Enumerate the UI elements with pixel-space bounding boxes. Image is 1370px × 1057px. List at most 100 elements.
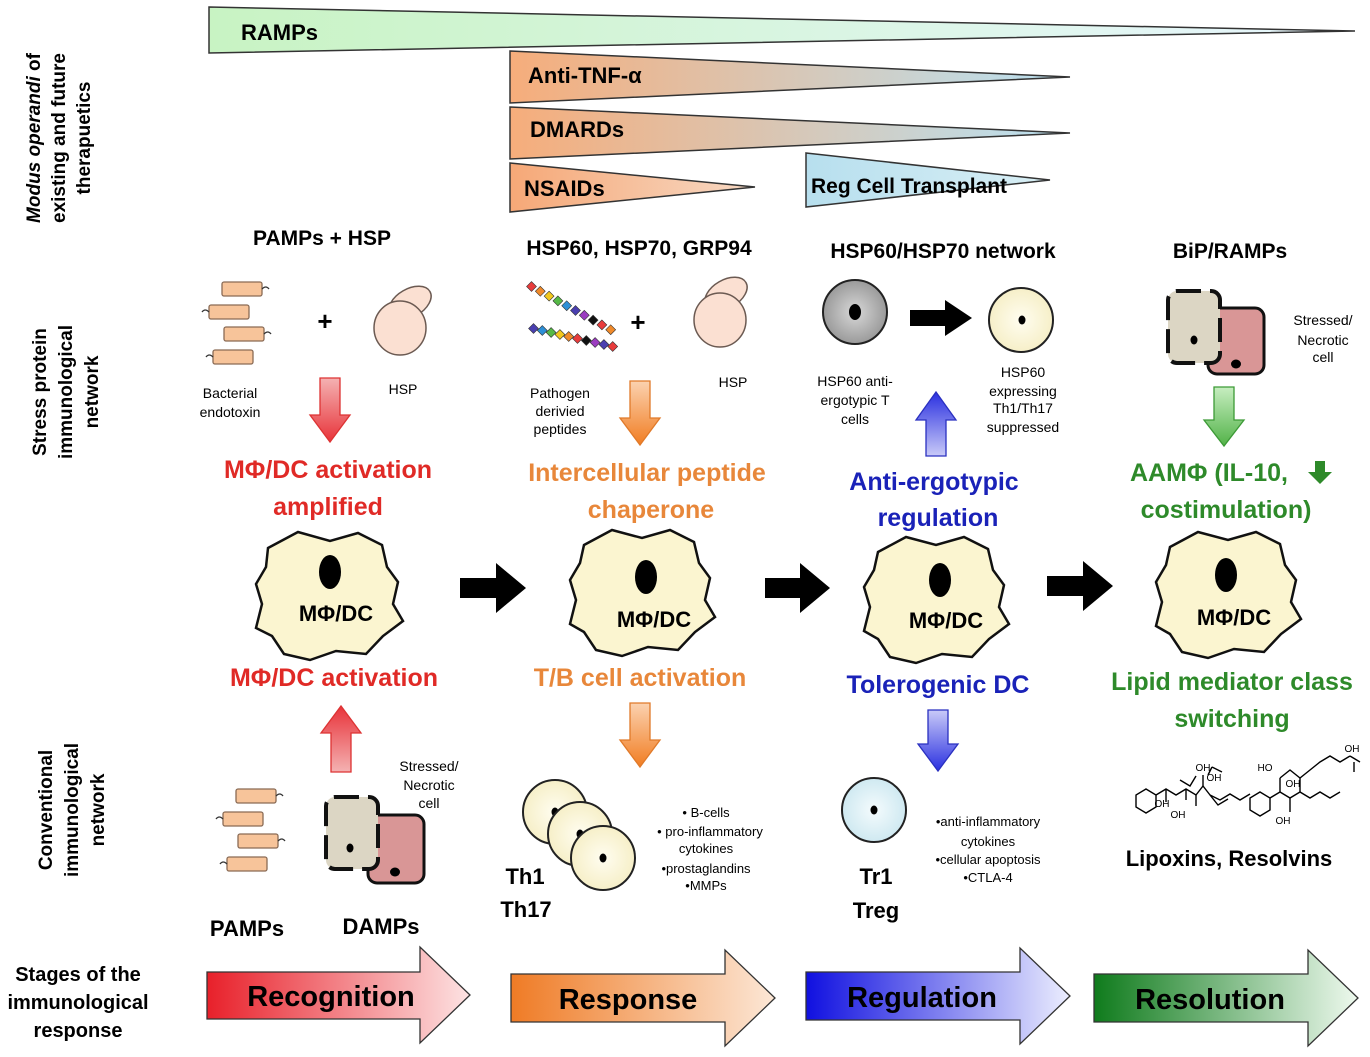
arrow-up-icon bbox=[319, 704, 363, 773]
col3-heading: HSP60/HSP70 network bbox=[830, 240, 1056, 263]
plus-sign: + bbox=[317, 306, 332, 336]
arrow-right-icon bbox=[765, 563, 830, 613]
svg-text:Regulation: Regulation bbox=[847, 982, 997, 1014]
peptide-bead bbox=[528, 323, 539, 334]
col2-conv-title: T/B cell activation bbox=[534, 664, 747, 692]
col2-heading: HSP60, HSP70, GRP94 bbox=[526, 237, 752, 260]
peptide-bead bbox=[605, 324, 617, 336]
peptide-bead bbox=[563, 331, 575, 342]
tr1-label: Tr1 bbox=[859, 864, 892, 889]
anti-ergotypic-label: HSP60 anti- ergotypic T cells bbox=[817, 373, 893, 427]
svg-text:response: response bbox=[34, 1020, 123, 1042]
svg-text:•CTLA-4: •CTLA-4 bbox=[963, 870, 1012, 885]
svg-text:peptides: peptides bbox=[534, 421, 587, 437]
arrow-right-icon bbox=[1047, 561, 1113, 611]
svg-text:DMARDs: DMARDs bbox=[530, 117, 624, 142]
peptide-bead bbox=[570, 305, 581, 316]
svg-text:Necrotic: Necrotic bbox=[1297, 332, 1348, 348]
svg-text:Recognition: Recognition bbox=[247, 981, 415, 1013]
col2-stress-title: Intercellular peptide chaperone bbox=[528, 459, 766, 524]
peptide-bead bbox=[598, 339, 610, 350]
molecule-labels: OH OH OH OH HO OH OH OH bbox=[1155, 744, 1360, 827]
regulation-effectors-list: •anti-inflammatory cytokines •cellular a… bbox=[936, 814, 1041, 885]
svg-text:Anti-TNF-α: Anti-TNF-α bbox=[528, 63, 642, 88]
peptide-bead bbox=[561, 300, 573, 312]
svg-text:•anti-inflammatory: •anti-inflammatory bbox=[936, 814, 1041, 829]
therapy-ramps: RAMPs bbox=[208, 6, 1356, 54]
anti-ergotypic-t-cell-icon bbox=[822, 279, 888, 345]
svg-text:OH: OH bbox=[1196, 763, 1211, 774]
damps-necrotic-cell-icon bbox=[324, 795, 426, 885]
th-cell-icon bbox=[988, 287, 1054, 353]
arrow-down-icon bbox=[618, 702, 662, 769]
treg-label: Treg bbox=[853, 898, 899, 923]
svg-text:cytokines: cytokines bbox=[679, 841, 734, 856]
treg-cell-icon bbox=[841, 777, 907, 843]
plus-sign: + bbox=[630, 307, 645, 337]
svg-text:Stressed/: Stressed/ bbox=[399, 758, 458, 774]
svg-text:Lipid mediator class: Lipid mediator class bbox=[1111, 668, 1353, 696]
svg-text:cytokines: cytokines bbox=[961, 834, 1016, 849]
arrow-down-icon bbox=[916, 709, 960, 773]
arrow-down-icon bbox=[618, 380, 662, 447]
svg-text:OH: OH bbox=[1276, 816, 1291, 827]
endotoxin-label: Bacterial endotoxin bbox=[200, 385, 261, 420]
svg-text:costimulation): costimulation) bbox=[1141, 496, 1312, 524]
svg-text:MΦ/DC: MΦ/DC bbox=[909, 608, 983, 633]
peptide-bead bbox=[589, 337, 601, 348]
stage-recognition: Recognition bbox=[206, 945, 471, 1045]
svg-text:cell: cell bbox=[418, 795, 439, 811]
side-label-therapeutics: Modus operandi of existing and future th… bbox=[24, 52, 95, 223]
col1-heading: PAMPs + HSP bbox=[253, 227, 391, 250]
peptide-bead bbox=[596, 319, 608, 331]
svg-text:Stress protein: Stress protein bbox=[30, 328, 51, 456]
hsp-label: HSP bbox=[719, 374, 748, 390]
svg-text:Reg Cell Transplant: Reg Cell Transplant bbox=[811, 175, 1007, 198]
peptide-bead bbox=[587, 314, 599, 326]
hsp-icon bbox=[373, 285, 432, 356]
stage-regulation: Regulation bbox=[805, 946, 1071, 1046]
svg-text:network: network bbox=[88, 773, 109, 846]
down-arrow-icon bbox=[1308, 461, 1332, 484]
hsp-icon bbox=[693, 276, 748, 348]
pamps-label: PAMPs bbox=[210, 916, 284, 941]
th1-label: Th1 bbox=[505, 864, 544, 889]
svg-text:• B-cells: • B-cells bbox=[682, 805, 730, 820]
svg-text:switching: switching bbox=[1174, 705, 1289, 733]
svg-text:AAMΦ (IL-10,: AAMΦ (IL-10, bbox=[1130, 459, 1288, 487]
col4-heading: BiP/RAMPs bbox=[1173, 240, 1287, 263]
peptide-bead bbox=[545, 327, 557, 338]
pathogen-peptides-icon bbox=[526, 281, 619, 352]
lipoxin-molecule-icon bbox=[1135, 766, 1251, 814]
therapy-nsaids: NSAIDs bbox=[509, 162, 756, 213]
svg-text:amplified: amplified bbox=[273, 493, 383, 521]
svg-text:cells: cells bbox=[841, 411, 869, 427]
svg-text:Modus operandi of: Modus operandi of bbox=[24, 52, 45, 223]
svg-text:MΦ/DC: MΦ/DC bbox=[1197, 605, 1271, 630]
svg-text:HO: HO bbox=[1258, 763, 1273, 774]
svg-text:immunological: immunological bbox=[56, 325, 77, 459]
svg-text:HSP60 anti-: HSP60 anti- bbox=[817, 373, 893, 389]
macrophage-cell-col1: MΦ/DC bbox=[254, 530, 405, 662]
svg-text:Anti-ergotypic: Anti-ergotypic bbox=[849, 468, 1019, 496]
therapy-dmards: DMARDs bbox=[509, 106, 1071, 160]
peptide-bead bbox=[552, 295, 564, 307]
col3-conv-title: Tolerogenic DC bbox=[847, 671, 1030, 699]
svg-text:NSAIDs: NSAIDs bbox=[524, 176, 605, 201]
arrow-right-icon bbox=[910, 300, 972, 336]
svg-text:•prostaglandins: •prostaglandins bbox=[661, 861, 751, 876]
macrophage-cell-col2: MΦ/DC bbox=[568, 528, 717, 658]
response-effectors-list: • B-cells • pro-inflammatory cytokines •… bbox=[657, 805, 763, 893]
svg-text:OH: OH bbox=[1345, 744, 1360, 755]
arrow-down-icon bbox=[308, 377, 352, 444]
svg-text:therapuetics: therapuetics bbox=[74, 82, 95, 195]
peptide-bead bbox=[534, 285, 546, 297]
svg-text:•MMPs: •MMPs bbox=[685, 878, 727, 893]
lipids-label: Lipoxins, Resolvins bbox=[1126, 846, 1333, 871]
peptide-bead bbox=[526, 281, 537, 292]
svg-text:Stages of the: Stages of the bbox=[15, 964, 141, 986]
macrophage-cell-col3: MΦ/DC bbox=[862, 535, 1011, 665]
arrow-right-icon bbox=[460, 563, 526, 613]
svg-text:immunological: immunological bbox=[62, 743, 83, 877]
